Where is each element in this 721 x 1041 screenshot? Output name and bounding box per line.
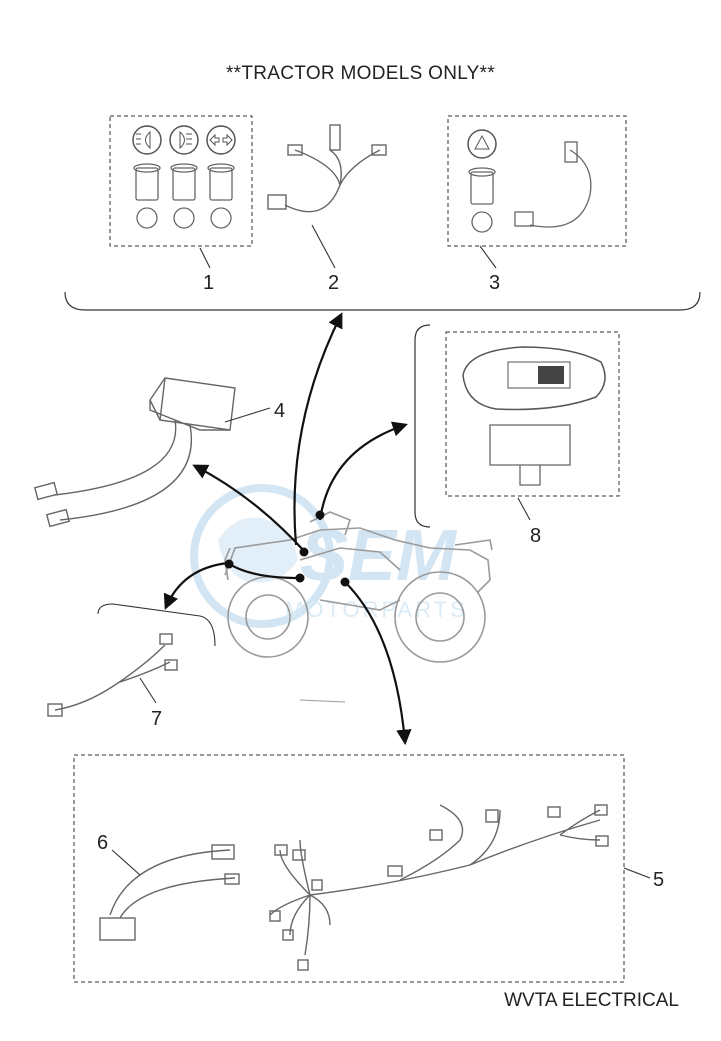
kit-1-group [109,115,253,247]
part-2-harness [267,124,387,213]
headlight-high-icon [169,125,199,155]
leader-lines [111,224,651,879]
pointer-arrows [163,312,412,746]
hazard-warning-icon [467,129,497,159]
part-6-harness [99,844,240,941]
part-4-module [33,377,236,528]
svg-text:SEM: SEM [300,516,458,596]
callout-6: 6 [97,832,108,854]
part-5-group [73,754,625,983]
callout-3: 3 [489,272,500,294]
diagram-title: **TRACTOR MODELS ONLY** [225,63,496,84]
atv-illustration [224,511,493,703]
callout-1: 1 [203,272,214,294]
headlight-low-icon [132,125,162,155]
kit-3-group [447,115,627,247]
diagram-footer: WVTA ELECTRICAL [504,990,679,1011]
part-7-group [47,603,216,717]
callout-8: 8 [530,525,541,547]
callout-labels: 1 2 3 4 5 6 7 8 [97,272,664,891]
tractor-models-brace [64,291,701,311]
callout-5: 5 [653,869,664,891]
callout-2: 2 [328,272,339,294]
callout-4: 4 [274,400,285,422]
callout-7: 7 [151,708,162,730]
watermark: SEM MOTORPARTS [190,484,465,628]
main-harness [269,804,609,971]
turn-signal-icon [206,125,236,155]
lamp-holders [133,163,235,229]
part-8-group [414,324,620,528]
arrow-origins [224,510,350,587]
